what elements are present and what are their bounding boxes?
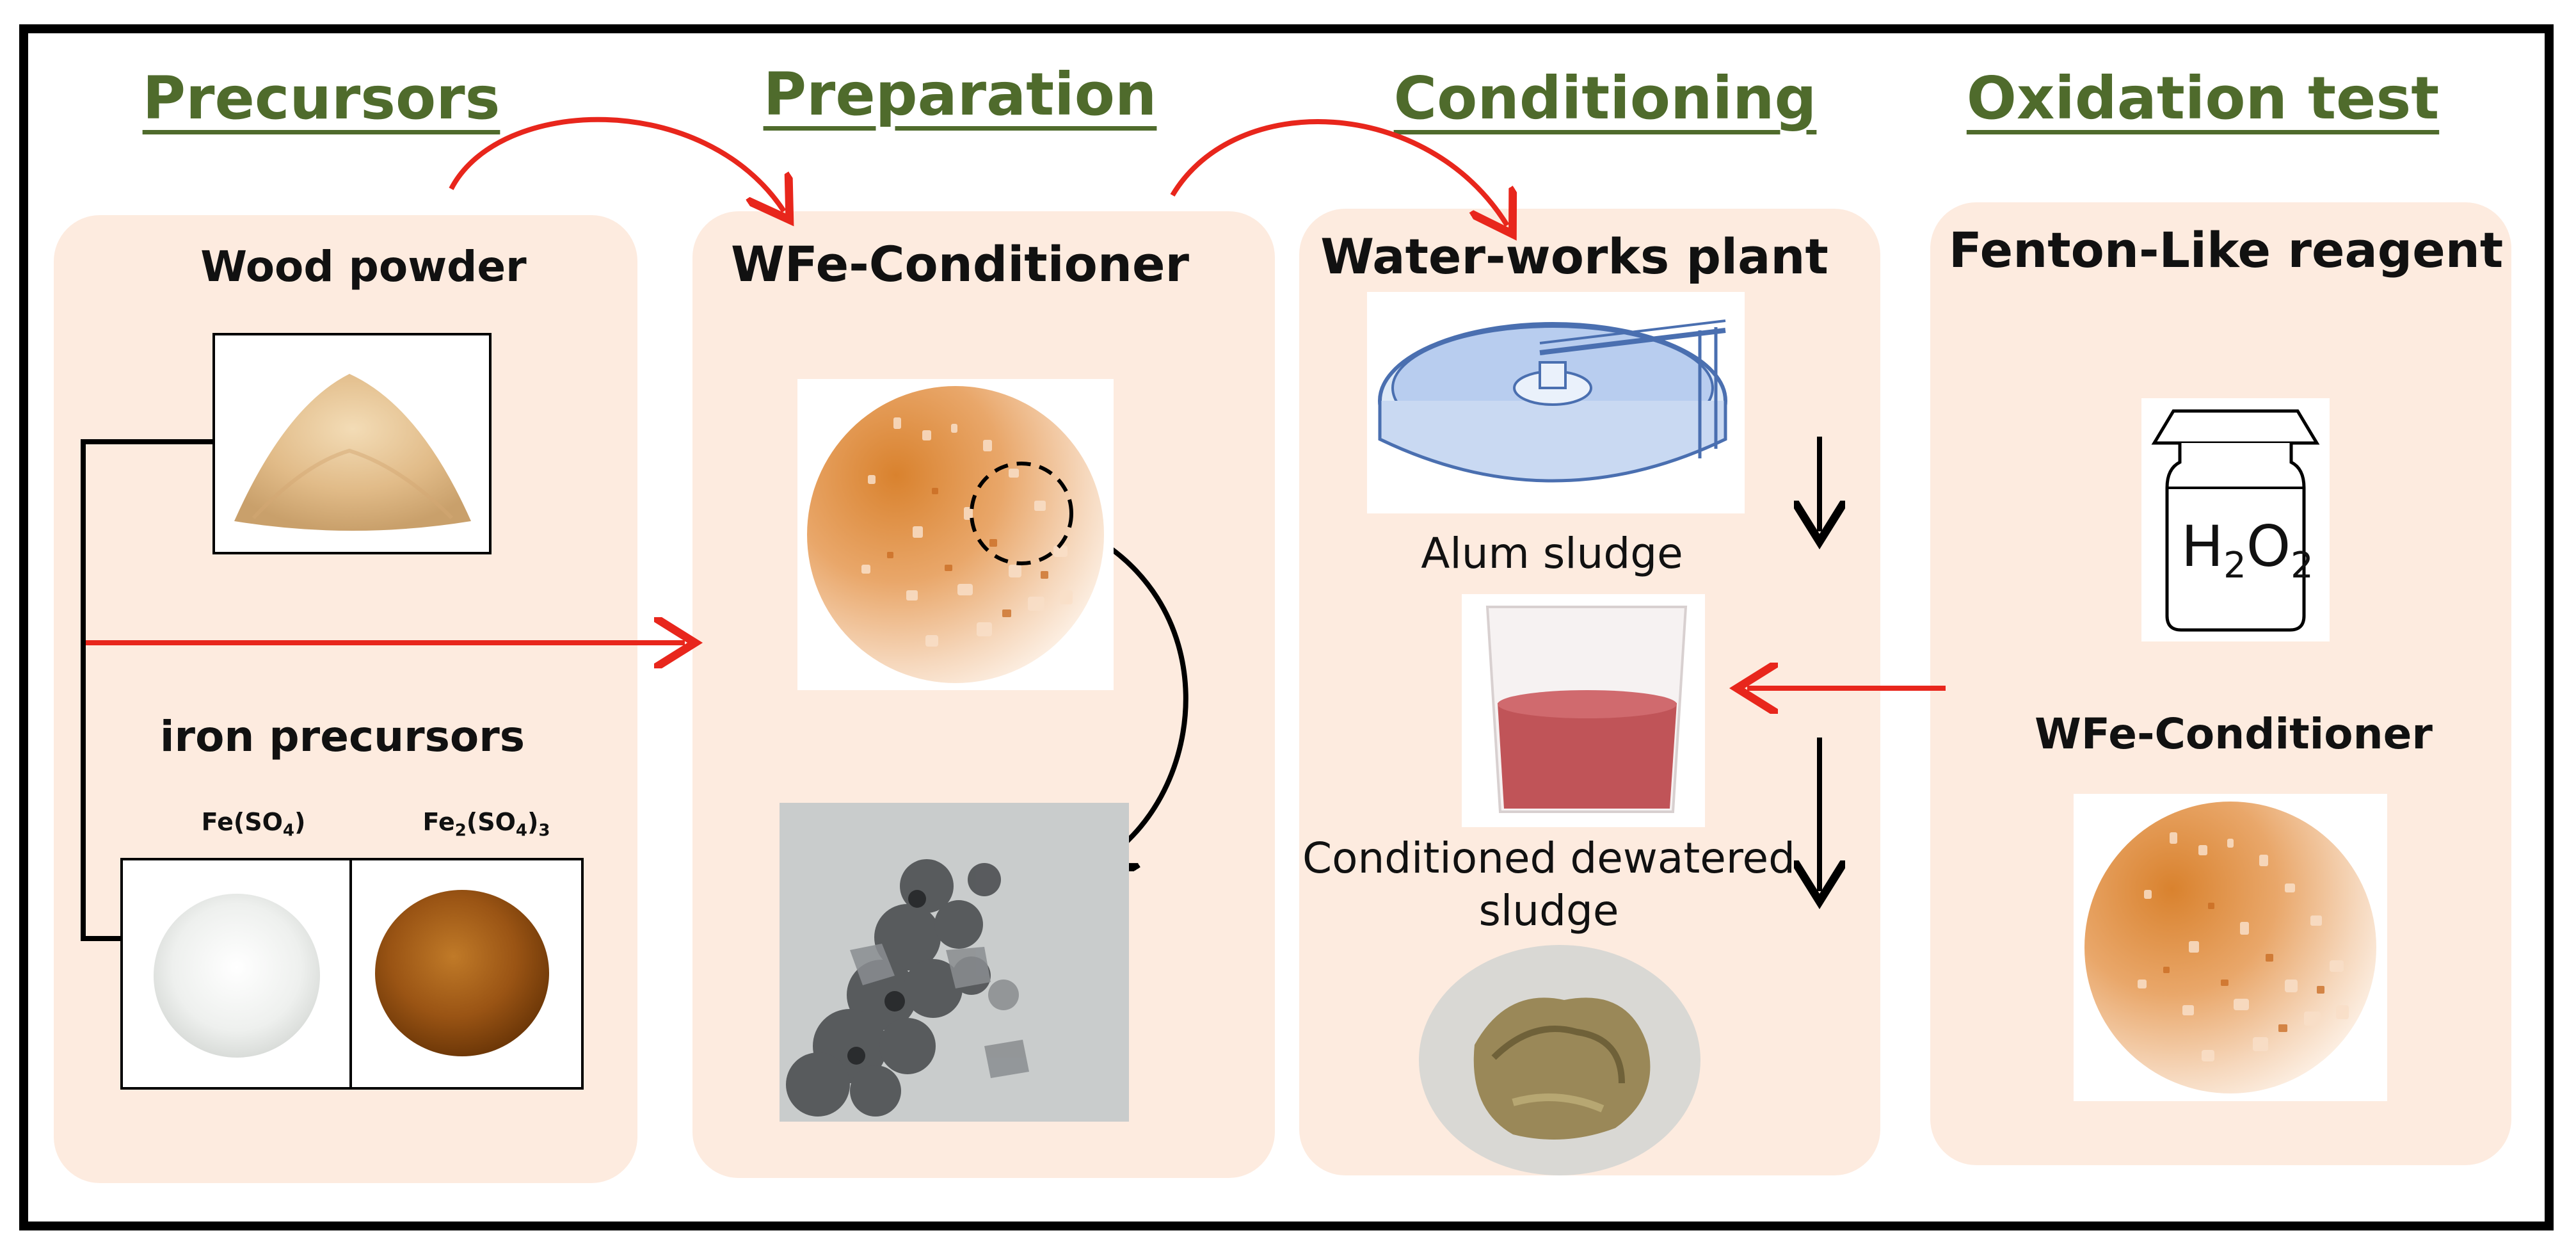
oxidation-conditioner-label: WFe-Conditioner [2035,709,2433,759]
heading-precursors: Precursors [142,64,500,133]
oxidation-title: Fenton-Like reagent [1948,222,2504,278]
iron-precursors-title: iron precursors [159,712,525,761]
beaker-image [1462,594,1705,827]
wood-powder-title: Wood powder [200,242,527,291]
heading-oxidation: Oxidation test [1966,64,2440,133]
precursor-bracket [81,439,214,941]
dewatered-sludge-line2: sludge [1478,886,1619,935]
wood-powder-image [212,333,492,554]
preparation-title: WFe-Conditioner [730,236,1190,293]
curved-arrow-precursors-to-preparation [449,117,784,211]
wfe-conditioner-sphere [797,379,1114,690]
dewatered-sludge-label: Conditioned dewatered sludge [1302,832,1795,937]
zoom-arrow [1069,522,1188,862]
fe2so43-label: Fe2(SO4)3 [422,808,550,841]
dewatered-sludge-line1: Conditioned dewatered [1302,834,1796,883]
water-works-plant-image [1367,292,1745,513]
conditioning-title: Water-works plant [1320,228,1828,285]
heading-conditioning: Conditioning [1393,64,1817,133]
svg-text:H2O2: H2O2 [2181,513,2314,586]
curved-arrow-preparation-to-conditioning [1170,119,1507,225]
iron-precursors-image [120,858,584,1090]
dewatered-sludge-image [1417,942,1702,1178]
h2o2-bottle: H2O2 [2141,398,2330,641]
heading-preparation: Preparation [763,60,1157,129]
feso4-label: Fe(SO4) [201,808,306,841]
tem-micrograph [780,803,1129,1122]
oxidation-wfe-sphere [2074,794,2387,1101]
alum-sludge-label: Alum sludge [1421,529,1683,578]
